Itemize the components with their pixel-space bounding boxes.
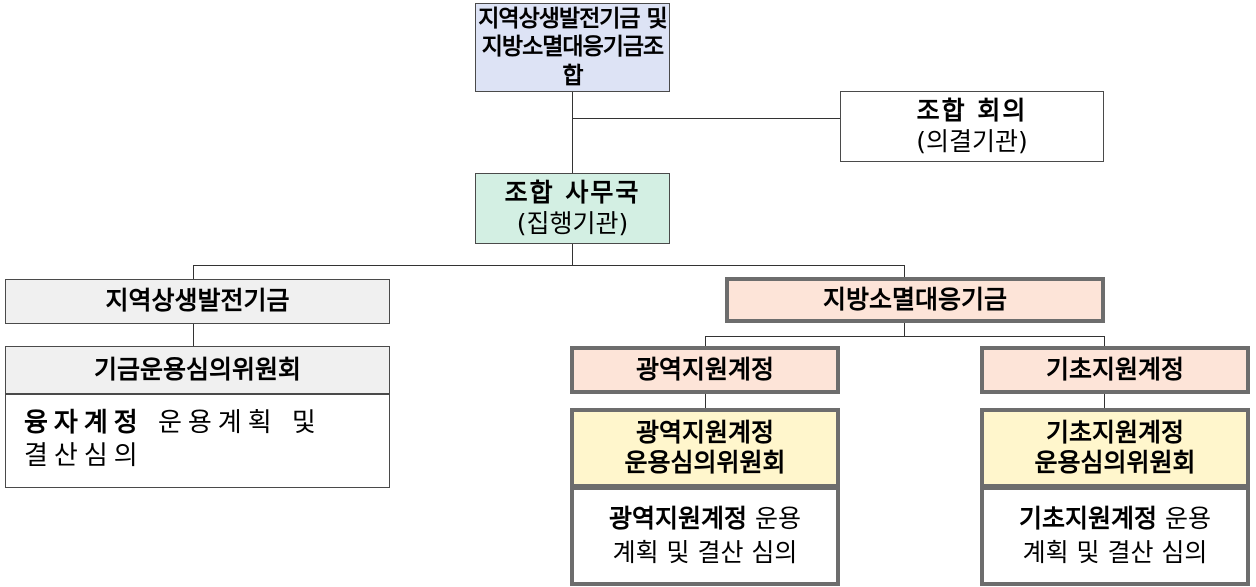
left-description-line2: 결산심의 — [24, 440, 144, 471]
connector-top-vertical — [572, 92, 573, 174]
left-description-bold: 융자계정 — [24, 408, 144, 438]
account-a-description-rest1: 운용 — [747, 504, 801, 534]
account-a-committee-line2: 운용심의위원회 — [624, 448, 786, 477]
secretariat-title: 조합 사무국 — [504, 178, 641, 207]
account-a-committee-box: 광역지원계정 운용심의위원회 — [570, 408, 840, 488]
secretariat-box: 조합 사무국 (집행기관) — [475, 173, 670, 244]
connector-a-account-committee — [705, 394, 706, 410]
account-b-committee-line1: 기초지원계정 — [1045, 417, 1184, 447]
top-union-box: 지역상생발전기금 및 지방소멸대응기금조합 — [475, 3, 670, 92]
connector-right-fund-down — [904, 322, 905, 337]
right-fund-label: 지방소멸대응기금 — [822, 284, 1007, 314]
connector-secretariat-down — [572, 244, 573, 266]
account-b-description-line1: 기초지원계정 운용 — [1019, 502, 1211, 536]
account-a-committee-line1: 광역지원계정 — [635, 417, 774, 447]
left-description-rest1: 운용계획 및 — [143, 408, 322, 438]
account-b-description-box: 기초지원계정 운용 계획 및 결산 심의 — [980, 486, 1250, 586]
account-a-description-box: 광역지원계정 운용 계획 및 결산 심의 — [570, 486, 840, 586]
connector-split-a — [705, 336, 706, 348]
left-committee-label: 기금운용심의위원회 — [93, 354, 301, 384]
account-b-label: 기초지원계정 — [1045, 354, 1184, 384]
connector-left-down — [193, 265, 194, 279]
right-fund-box: 지방소멸대응기금 — [725, 277, 1105, 323]
account-b-description-line2: 계획 및 결산 심의 — [1022, 538, 1208, 567]
connector-horizontal-main — [193, 265, 905, 266]
connector-left-fund-committee — [193, 324, 194, 346]
council-box: 조합 회의 (의결기관) — [840, 91, 1104, 162]
top-union-line1: 지역상생발전기금 및 — [478, 6, 667, 33]
connector-right-down — [904, 265, 905, 279]
account-a-label: 광역지원계정 — [635, 354, 774, 384]
connector-split-b — [1104, 336, 1105, 348]
left-description-box: 융자계정 운용계획 및 결산심의 — [5, 394, 390, 488]
connector-right-split — [705, 336, 1105, 337]
council-subtitle: (의결기관) — [916, 126, 1028, 156]
account-a-description-line1: 광역지원계정 운용 — [609, 502, 801, 536]
connector-b-account-committee — [1104, 394, 1105, 410]
account-b-description-rest1: 운용 — [1157, 504, 1211, 534]
council-title: 조합 회의 — [916, 96, 1028, 125]
top-union-line2: 지방소멸대응기금조합 — [481, 34, 664, 89]
left-description-line1: 융자계정 운용계획 및 — [24, 407, 375, 440]
account-a-description-bold: 광역지원계정 — [609, 504, 748, 534]
account-b-box: 기초지원계정 — [980, 346, 1250, 394]
account-a-description-line2: 계획 및 결산 심의 — [612, 538, 798, 567]
left-fund-label: 지역상생발전기금 — [105, 286, 290, 316]
account-a-box: 광역지원계정 — [570, 346, 840, 394]
connector-council — [572, 118, 840, 119]
account-b-description-bold: 기초지원계정 — [1019, 504, 1158, 534]
left-committee-box: 기금운용심의위원회 — [5, 346, 390, 394]
left-fund-box: 지역상생발전기금 — [5, 279, 390, 324]
account-b-committee-box: 기초지원계정 운용심의위원회 — [980, 408, 1250, 488]
account-b-committee-line2: 운용심의위원회 — [1034, 448, 1196, 477]
secretariat-subtitle: (집행기관) — [516, 208, 629, 238]
